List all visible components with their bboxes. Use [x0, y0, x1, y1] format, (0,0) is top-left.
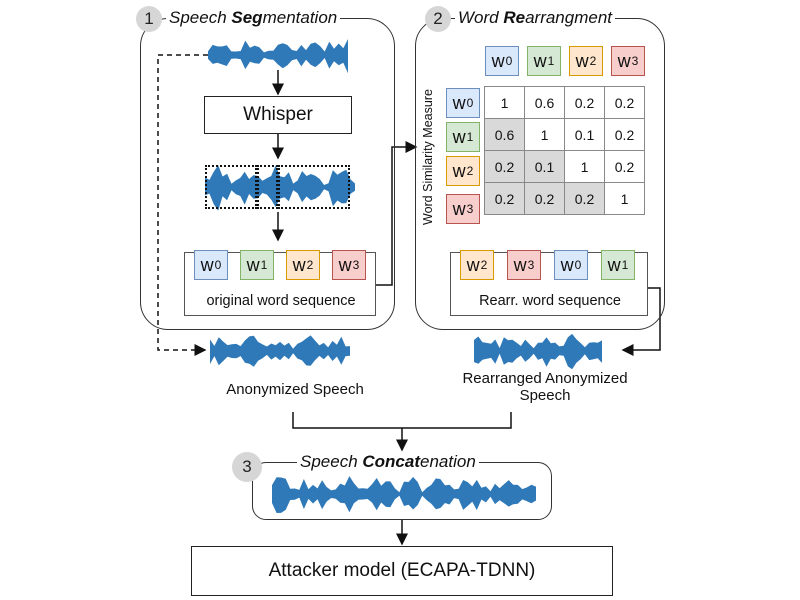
matrix-row: 0.2 0.2 0.2 1: [484, 182, 645, 215]
matrix-row: 1 0.6 0.2 0.2: [484, 86, 645, 119]
matrix-cell: 1: [484, 86, 525, 119]
whisper-box: Whisper: [204, 96, 352, 134]
step-1-badge: 1: [136, 6, 162, 32]
waveform-shape: [210, 335, 350, 367]
rearranged-speech-caption: Rearranged Anonymized Speech: [430, 370, 660, 404]
arrow-rearr-to-speech: [621, 287, 661, 356]
waveform-shape: [205, 165, 355, 211]
original-sequence-label: original word sequence: [206, 293, 356, 309]
rearranged-sequence-label: Rearr. word sequence: [479, 293, 621, 309]
step-2-badge: 2: [425, 6, 451, 32]
step-3-badge: 3: [232, 452, 262, 482]
waveform-shape: [474, 333, 602, 370]
matrix-row: 0.6 1 0.1 0.2: [484, 118, 645, 151]
concatenated-waveform: [272, 476, 536, 513]
input-waveform: [208, 39, 348, 74]
matrix-cell: 0.1: [564, 118, 605, 151]
matrix-row: 0.2 0.1 1 0.2: [484, 150, 645, 183]
matrix-cell-highlighted: 0.6: [484, 118, 525, 151]
rearrangement-title: Word Rearrangment: [455, 8, 616, 28]
rearranged-caption-line-2: Speech: [519, 387, 571, 404]
segmentation-title: Speech Segmentation: [166, 8, 341, 28]
similarity-matrix: 1 0.6 0.2 0.2 0.6 1 0.1 0.2 0.2 0.1 1 0.…: [484, 86, 645, 215]
segment-boundary-2: [257, 165, 278, 209]
matrix-cell-highlighted: 0.2: [484, 150, 525, 183]
rearranged-caption-line-1: Rearranged Anonymized: [462, 370, 628, 387]
anonymized-speech-caption: Anonymized Speech: [226, 381, 364, 398]
attacker-model-label: Attacker model (ECAPA-TDNN): [268, 560, 536, 581]
matrix-cell: 1: [604, 182, 645, 215]
matrix-cell-highlighted: 0.1: [524, 150, 565, 183]
matrix-cell: 0.6: [524, 86, 565, 119]
matrix-cell-highlighted: 0.2: [484, 182, 525, 215]
matrix-cell-highlighted: 0.2: [524, 182, 565, 215]
attacker-model-box: Attacker model (ECAPA-TDNN): [191, 546, 613, 596]
whisper-label: Whisper: [243, 104, 313, 125]
segment-boundary-1: [205, 165, 257, 209]
rearranged-waveform: [474, 333, 602, 370]
anonymized-waveform: [210, 335, 350, 367]
matrix-cell: 1: [564, 150, 605, 183]
waveform-shape: [208, 39, 348, 74]
merge-line: [292, 412, 512, 429]
matrix-cell: 0.2: [604, 118, 645, 151]
waveform-shape: [272, 476, 536, 513]
segmented-waveform: [205, 165, 355, 211]
matrix-cell: 1: [524, 118, 565, 151]
concatenation-title: Speech Concatenation: [297, 452, 479, 472]
matrix-cell-highlighted: 0.2: [564, 182, 605, 215]
matrix-cell: 0.2: [604, 150, 645, 183]
matrix-cell: 0.2: [604, 86, 645, 119]
segment-boundary-3: [278, 165, 350, 209]
arrow-seq-to-rearrange: [375, 141, 418, 286]
matrix-cell: 0.2: [564, 86, 605, 119]
similarity-axis-label: Word Similarity Measure: [421, 89, 435, 225]
